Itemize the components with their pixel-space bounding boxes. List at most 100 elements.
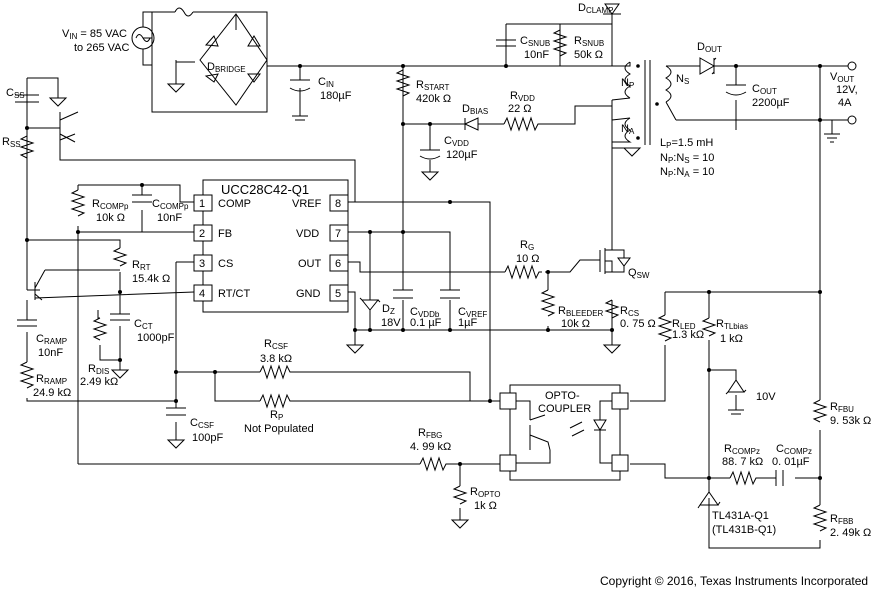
rbleeder-value: 10k Ω xyxy=(561,318,590,330)
pin-num: 8 xyxy=(335,198,341,210)
cvdd-label: CVDD xyxy=(444,135,469,148)
pin-label: RT/CT xyxy=(218,288,250,300)
rfbu-label: RFBU xyxy=(830,401,854,414)
pin-label: COMP xyxy=(218,198,251,210)
ccsf-label: CCSF xyxy=(190,417,214,430)
labels: UCC28C42-Q1 1 COMP 2 FB 3 CS 4 RT/CT 8 V… xyxy=(2,2,871,539)
ic-body xyxy=(202,179,349,313)
ropto-value: 1k Ω xyxy=(474,500,497,512)
rtlbias-value: 1 kΩ xyxy=(720,333,743,345)
pin-label: FB xyxy=(218,228,232,240)
rcs-value: 0. 75 Ω xyxy=(620,318,656,330)
dout-label: DOUT xyxy=(697,41,722,54)
dbridge-label: DBRIDGE xyxy=(207,61,246,74)
rramp-label: RRAMP xyxy=(36,373,67,386)
transformer-icon xyxy=(611,60,677,145)
tl431-icon xyxy=(697,491,721,509)
rfbb-label: RFBB xyxy=(830,513,854,526)
cct-value: 1000pF xyxy=(137,332,175,344)
ns-label: NS xyxy=(676,73,689,86)
zener-10v-value: 10V xyxy=(756,391,776,403)
rcompz-label: RCOMPz xyxy=(724,443,760,456)
cramp-label: CRAMP xyxy=(36,333,67,346)
rdis-value: 2.49 kΩ xyxy=(80,376,118,388)
copyright-notice: Copyright © 2016, Texas Instruments Inco… xyxy=(600,574,869,588)
symbols xyxy=(15,3,840,532)
rcompz-value: 88. 7 kΩ xyxy=(722,456,763,468)
cvdd-value: 120µF xyxy=(446,149,478,161)
css-label: CSS xyxy=(6,87,25,100)
vout-label: VOUT xyxy=(830,71,854,84)
pin-num: 3 xyxy=(199,258,205,270)
tl431-alt-label: (TL431B-Q1) xyxy=(712,524,776,536)
pin-label: VDD xyxy=(296,228,319,240)
rvdd-value: 22 Ω xyxy=(508,103,532,115)
dclamp-label: DCLAMP xyxy=(578,2,614,15)
diode-icon xyxy=(359,3,747,395)
pin-num: 5 xyxy=(335,288,341,300)
rdis-label: RDIS xyxy=(88,363,109,376)
rp-label: RP xyxy=(270,409,283,422)
capacitor-icon xyxy=(15,39,784,486)
mosfet-icon xyxy=(599,248,631,274)
opto-label-1: OPTO- xyxy=(545,390,580,402)
rfbu-value: 9. 53k Ω xyxy=(830,415,871,427)
rsnub-value: 50k Ω xyxy=(574,49,603,61)
vin-range: to 265 VAC xyxy=(74,42,129,54)
cin-value: 180µF xyxy=(320,90,352,102)
rstart-label: RSTART xyxy=(416,79,450,92)
pin-num: 6 xyxy=(335,258,341,270)
cvddb-value: 0.1 µF xyxy=(410,317,442,329)
cout-label: COUT xyxy=(752,83,777,96)
vout-terminal-icon xyxy=(847,61,857,71)
ccsf-value: 100pF xyxy=(192,432,223,444)
pin-num: 7 xyxy=(335,228,341,240)
cin-label: CIN xyxy=(318,76,334,89)
np-ns-ratio: NP:NS = 10 xyxy=(660,152,714,165)
rcsf-label: RCSF xyxy=(264,338,288,351)
rvdd-label: RVDD xyxy=(510,90,535,103)
np-na-ratio: NP:NA = 10 xyxy=(660,166,714,179)
rcsf-value: 3.8 kΩ xyxy=(260,353,292,365)
pin-num: 2 xyxy=(199,228,205,240)
opto-label-2: COUPLER xyxy=(538,403,591,415)
pin-num: 1 xyxy=(199,198,205,210)
csnub-label: CSNUB xyxy=(520,35,550,48)
ccompp-label: CCOMPp xyxy=(152,198,189,211)
rfbg-value: 4. 99 kΩ xyxy=(410,441,451,453)
rbleeder-label: RBLEEDER xyxy=(558,305,604,318)
gnd-terminal-icon xyxy=(847,115,857,125)
rg-value: 10 Ω xyxy=(516,253,540,265)
ground-icon xyxy=(48,83,840,529)
ropto-label: ROPTO xyxy=(470,486,500,499)
vout-current: 4A xyxy=(838,97,852,109)
np-label: NP xyxy=(621,77,634,90)
qsw-label: QSW xyxy=(628,267,650,280)
vout-voltage: 12V, xyxy=(836,84,858,96)
cct-label: CCT xyxy=(134,318,153,331)
dbias-label: DBIAS xyxy=(462,103,488,116)
ccompz-label: CCOMPz xyxy=(776,443,812,456)
rled-value: 1.3 kΩ xyxy=(672,329,704,341)
ccompz-value: 0. 01µF xyxy=(772,456,810,468)
rled-label: RLED xyxy=(672,318,696,331)
rtlbias-label: RTLbias xyxy=(716,318,748,331)
rp-value: Not Populated xyxy=(244,423,314,435)
rfbg-label: RFBG xyxy=(418,427,442,440)
pin-label: OUT xyxy=(298,258,322,270)
lp-label: LP=1.5 mH xyxy=(660,137,713,150)
rfbb-value: 2. 49k Ω xyxy=(830,527,871,539)
cvddb-label: CVDDb xyxy=(410,306,440,319)
rcs-label: RCS xyxy=(620,305,639,318)
tl431-label: TL431A-Q1 xyxy=(712,510,769,522)
cramp-value: 10nF xyxy=(38,347,63,359)
rramp-value: 24.9 kΩ xyxy=(33,387,71,399)
cvref-value: 1µF xyxy=(458,317,477,329)
optocoupler-body xyxy=(499,384,629,481)
rsnub-label: RSNUB xyxy=(574,35,604,48)
transistor-icon xyxy=(34,111,79,301)
resistor-icon xyxy=(19,29,828,532)
na-label: NA xyxy=(621,123,635,136)
pin-label: CS xyxy=(218,258,233,270)
